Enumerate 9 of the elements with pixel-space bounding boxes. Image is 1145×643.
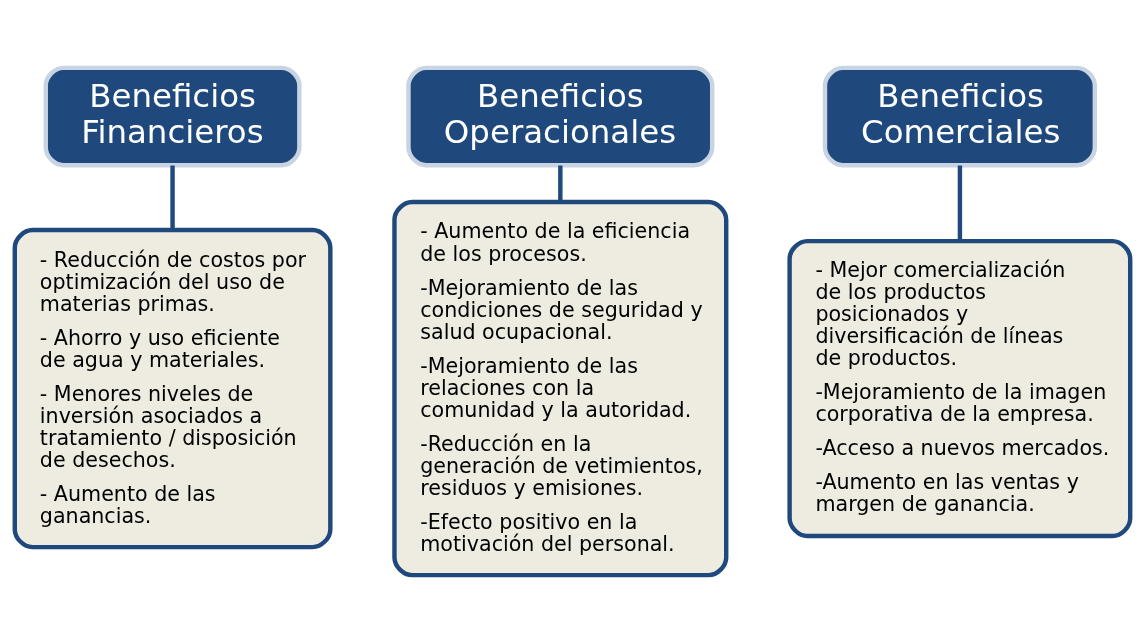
node-box: Beneficios Comerciales	[822, 65, 1098, 168]
connector	[558, 165, 563, 203]
connector	[957, 165, 963, 241]
node-box: - Reducción de costos por optimización del uso de materias primas. - Ahorro y uso eficiente de agua y materiales. - Menores niveles de inversión asociados a tratamiento / disposición de desechos. - Aumento de las ganancias.	[12, 227, 333, 550]
node-box: - Aumento de la eficiencia de los procesos. -Mejoramiento de las condiciones de seguridad y salud ocupacional. -Mejoramiento de las relaciones con la comunidad y la autoridad. -Reducción en la generación de vetimientos, residuos y emisiones. -Efecto positivo en la motivación del personal.	[392, 199, 729, 578]
connector	[170, 165, 175, 230]
node-box: Beneficios Operacionales	[406, 65, 715, 168]
node-box: - Mejor comercialización de los productos posicionados y diversificación de líneas de productos. -Mejoramiento de la imagen corporativa de la empresa. -Acceso a nuevos mercados. -Aumento en las ventas y margen de ganancia.	[787, 238, 1133, 539]
node-box: Beneficios Financieros	[43, 65, 302, 168]
